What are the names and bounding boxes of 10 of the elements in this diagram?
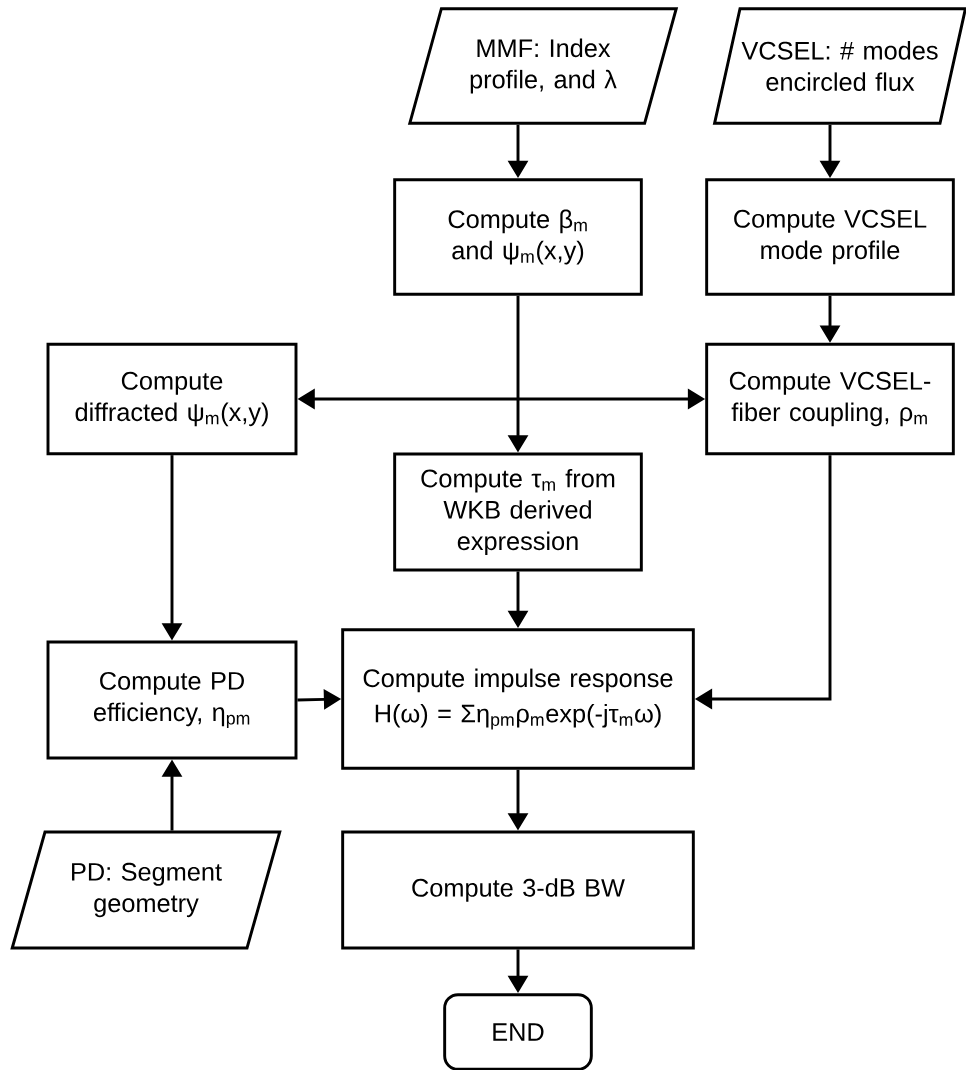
process-box: Compute impulse response H(ω) = Ση$_{pm}$ρ$_{m}$exp(-jτ$_{m}$ω) (341, 628, 695, 770)
process-box: Compute diffracted ψ$_{m}$(x,y) (46, 342, 298, 456)
input-parallelogram: PD: Segment geometry (10, 830, 282, 950)
process-box: Compute β$_{m}$ and ψ$_{m}$(x,y) (393, 178, 643, 296)
end-terminal: END (443, 993, 593, 1070)
process-box: Compute VCSEL mode profile (705, 178, 955, 296)
process-box: Compute VCSEL-fiber coupling, ρ$_{m}$ (705, 342, 955, 456)
process-box: Compute PD efficiency, η$_{pm}$ (46, 640, 298, 760)
process-box: Compute τ$_{m}$ from WKB derived expression (393, 452, 643, 572)
process-box: Compute 3-dB BW (341, 830, 695, 950)
